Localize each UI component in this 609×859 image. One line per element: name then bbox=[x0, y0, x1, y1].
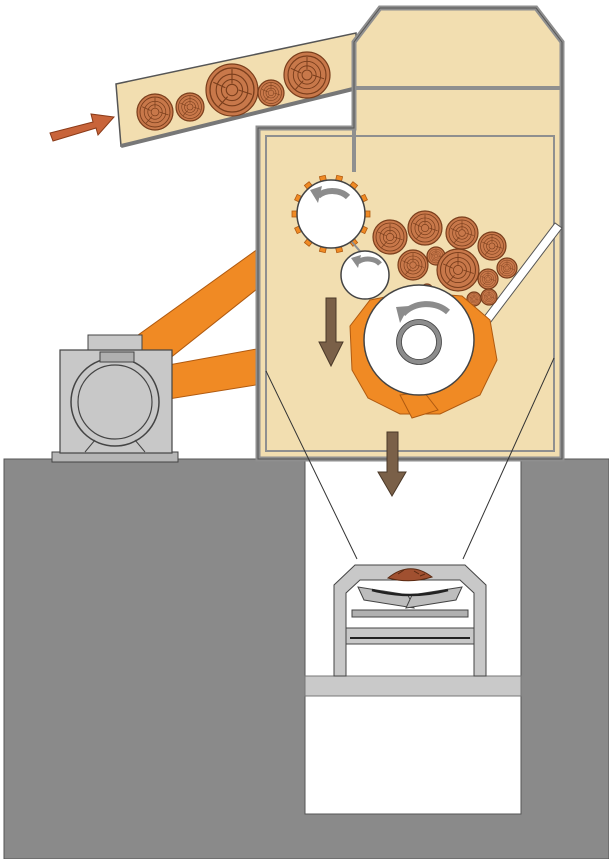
log bbox=[137, 94, 173, 130]
log bbox=[258, 80, 284, 106]
log bbox=[398, 250, 428, 280]
log bbox=[478, 269, 498, 289]
log bbox=[446, 217, 478, 249]
feed-arrow bbox=[50, 114, 114, 141]
ground bbox=[4, 459, 609, 859]
log bbox=[408, 211, 442, 245]
lower-feed-roller bbox=[341, 251, 389, 299]
drive-motor bbox=[52, 335, 178, 462]
log bbox=[176, 93, 204, 121]
log bbox=[206, 64, 258, 116]
log bbox=[478, 232, 506, 260]
log bbox=[373, 220, 407, 254]
log bbox=[284, 52, 330, 98]
log bbox=[497, 258, 517, 278]
log bbox=[481, 289, 497, 305]
log bbox=[437, 249, 479, 291]
